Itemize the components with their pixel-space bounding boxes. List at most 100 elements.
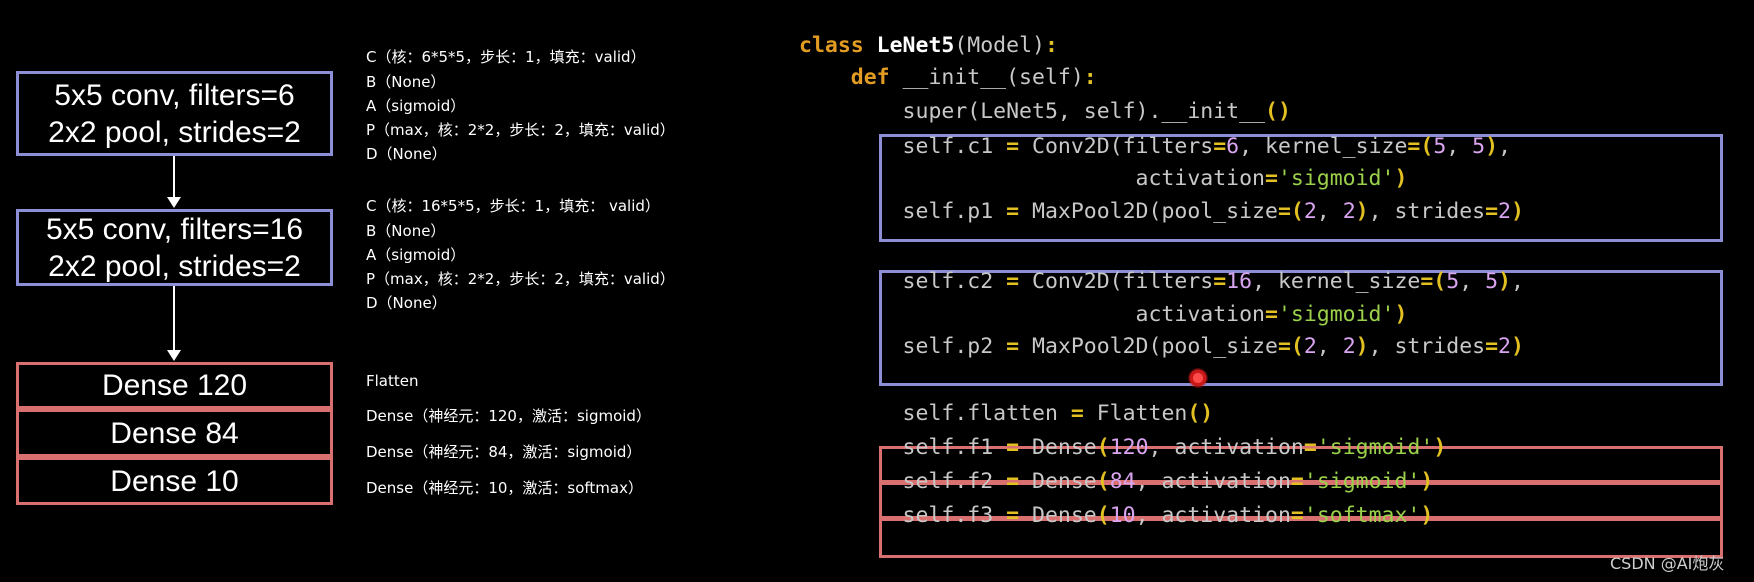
note-c1-act: A（sigmoid） [366,97,466,115]
code-token: , [1459,269,1486,294]
code-token: ( [1420,134,1434,159]
code-box-conv2 [879,270,1723,386]
note-dense-10: Dense（神经元：10，激活：softmax） [366,479,643,497]
code-token: 10 [1109,503,1136,528]
flow-arrow-1 [167,156,181,208]
flow-arrow-2 [167,286,181,361]
code-token: 84 [1109,469,1136,494]
conv-block-1: 5x5 conv, filters=6 2x2 pool, strides=2 [16,71,333,156]
code-token: 'sigmoid' [1277,166,1395,191]
code-token: = [1006,334,1032,359]
code-token: , activation [1135,503,1291,528]
conv-block-2: 5x5 conv, filters=16 2x2 pool, strides=2 [16,209,333,286]
watermark: CSDN @AI炮灰 [1610,554,1725,573]
pointer-highlight [1188,368,1208,388]
code-token: ( [1096,435,1110,460]
code-token: LeNet5 [876,33,955,58]
code-line: self.f3 = Dense(10, activation='softmax'… [799,503,1434,529]
code-token: MaxPool2D(pool_size [1032,199,1278,224]
conv-block-1-line-2: 2x2 pool, strides=2 [48,115,301,149]
code-token: ) [1394,166,1408,191]
code-token: 'sigmoid' [1303,469,1421,494]
code-token: self.p2 [799,334,1007,359]
code-token: () [1265,99,1291,124]
note-dense-120: Dense（神经元：120，激活：sigmoid） [366,407,651,425]
code-line: self.f2 = Dense(84, activation='sigmoid'… [799,469,1434,495]
code-line: self.f1 = Dense(120, activation='sigmoid… [799,435,1447,461]
code-token: , [1316,199,1343,224]
code-line: def __init__(self): [799,65,1097,91]
code-box-dense-120 [879,446,1723,483]
code-token: , [1511,269,1524,294]
code-token: 'softmax' [1303,503,1421,528]
code-token: = [1213,134,1227,159]
code-token: ) [1355,334,1369,359]
code-token: = [1213,269,1227,294]
code-token: , strides [1368,334,1486,359]
code-token: 5 [1472,134,1486,159]
note-c2-conv: C（核：16*5*5，步长：1，填充： valid） [366,197,660,215]
code-token: ) [1394,302,1408,327]
code-token: , strides [1368,199,1486,224]
conv-block-2-line-2: 2x2 pool, strides=2 [48,249,301,283]
code-token: : [1044,33,1058,58]
code-token: 120 [1109,435,1149,460]
code-line: class LeNet5(Model): [799,33,1058,59]
code-line: self.flatten = Flatten() [799,401,1214,427]
note-c1-bn: B（None） [366,73,446,91]
code-token: Dense [1032,469,1097,494]
note-flatten: Flatten [366,372,419,390]
code-token: = [1006,134,1032,159]
code-token: Flatten [1096,401,1188,426]
code-token: 16 [1226,269,1253,294]
code-token: , [1498,134,1512,159]
code-token: () [1187,401,1214,426]
code-token: self.f2 [799,469,1007,494]
dense-block-120: Dense 120 [16,362,333,409]
note-c2-bn: B（None） [366,222,446,240]
note-dense-84: Dense（神经元：84，激活：sigmoid） [366,443,642,461]
code-token: = [1420,269,1434,294]
note-c2-dropout: D（None） [366,294,447,312]
code-token: ) [1420,469,1434,494]
code-token: = [1006,199,1032,224]
code-line: activation='sigmoid') [799,166,1408,192]
code-box-dense-10 [879,518,1723,558]
code-token: 2 [1498,334,1511,359]
code-token: Dense [1032,435,1097,460]
note-c2-pool: P（max，核：2*2，步长：2，填充：valid） [366,270,675,288]
code-token: = [1265,302,1278,327]
code-line: self.p2 = MaxPool2D(pool_size=(2, 2), st… [799,334,1524,360]
code-token: 5 [1485,269,1499,294]
code-token: activation [799,166,1265,191]
code-token: , activation [1135,469,1291,494]
code-token: = [1006,435,1032,460]
dense-120-label: Dense 120 [101,369,248,402]
code-token: Dense [1032,503,1097,528]
code-token: 2 [1342,199,1356,224]
code-token: ) [1420,503,1434,528]
code-token: = [1006,469,1032,494]
code-token: self.flatten [799,401,1071,426]
code-token: = [1303,435,1317,460]
code-token: =( [1277,199,1304,224]
code-token: 6 [1226,134,1240,159]
code-token: MaxPool2D(pool_size [1032,334,1278,359]
code-token: self.p1 [799,199,1007,224]
code-token: 'sigmoid' [1316,435,1434,460]
code-token: , kernel_size [1239,134,1408,159]
code-token: Conv2D(filters [1032,269,1214,294]
note-c1-dropout: D（None） [366,145,447,163]
dense-10-label: Dense 10 [110,464,239,498]
code-token: , kernel_size [1252,269,1421,294]
note-c2-act: A（sigmoid） [366,246,466,264]
code-token: , [1316,334,1343,359]
conv-block-1-line-1: 5x5 conv, filters=6 [54,78,295,112]
code-token: self.f3 [799,503,1007,528]
code-token: ) [1485,134,1499,159]
code-token: 2 [1303,199,1317,224]
code-token: __init__(self) [902,65,1084,90]
code-token: ( [1096,469,1110,494]
code-token: ( [1433,269,1447,294]
